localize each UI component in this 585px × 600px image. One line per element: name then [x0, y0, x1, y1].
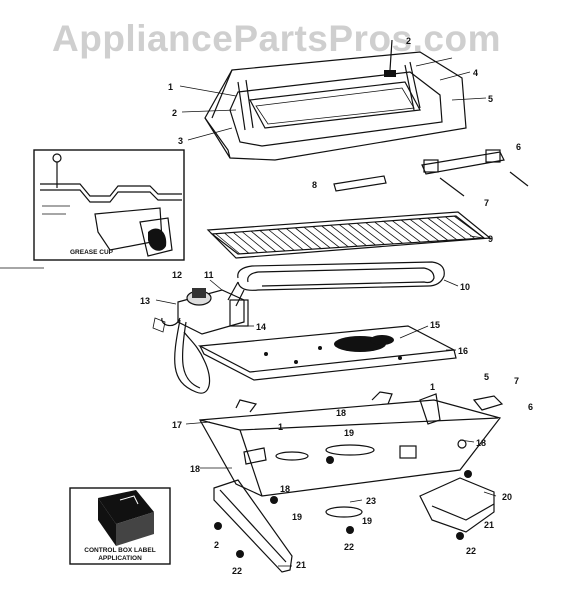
grate-bar [312, 226, 340, 248]
grate-bar [339, 224, 367, 247]
caption-line-1: CONTROL BOX LABEL [84, 547, 155, 554]
grate-bar [374, 221, 403, 244]
callout-5-base: 5 [484, 372, 489, 382]
caption-line-2: APPLICATION [98, 555, 142, 562]
callout-19-center: 19 [344, 428, 354, 438]
lid-handle-bracket [333, 149, 529, 197]
callout-10: 10 [460, 282, 470, 292]
grate-bar [436, 217, 467, 240]
callout-11: 11 [204, 270, 214, 280]
callout-5: 5 [488, 94, 493, 104]
callout-2-bottom: 2 [214, 540, 219, 550]
drip-tray [197, 325, 457, 381]
grate-bar [400, 219, 431, 242]
grate-bar [251, 231, 277, 252]
callout-1: 1 [168, 82, 173, 92]
grease-cup-inset: GREASE CUP [0, 149, 185, 269]
hardware-fasteners [214, 439, 472, 558]
grate-bar [356, 223, 385, 245]
callout-2: 2 [172, 108, 177, 118]
callout-18-base: 18 [280, 484, 290, 494]
callout-1-right: 1 [430, 382, 435, 392]
grate-bar [427, 217, 458, 241]
cooking-grate [206, 211, 492, 259]
control-box [152, 288, 249, 394]
callout-7-base: 7 [514, 376, 519, 386]
callout-18-center: 18 [336, 408, 346, 418]
grate-bar [268, 229, 295, 251]
grate-bar [224, 233, 250, 254]
callout-23: 23 [366, 496, 376, 506]
callout-17: 17 [172, 420, 182, 430]
grill-lid [204, 39, 467, 161]
grate-bar [277, 229, 304, 251]
callout-8: 8 [312, 180, 317, 190]
callout-14: 14 [256, 322, 266, 332]
grate-bar [409, 219, 440, 242]
callout-4: 4 [473, 68, 478, 78]
grate-bar [392, 220, 421, 243]
callout-15: 15 [430, 320, 440, 330]
grate-bar [303, 227, 331, 249]
callout-18-right: 18 [476, 438, 486, 448]
callout-22-left: 22 [232, 566, 242, 576]
callout-18-left: 18 [190, 464, 200, 474]
grate-bar [418, 218, 449, 241]
grate-bar [215, 233, 241, 255]
callout-22-right: 22 [466, 546, 476, 556]
callout-9: 9 [488, 234, 493, 244]
control-box-label-application: CONTROL BOX LABEL APPLICATION [69, 487, 171, 565]
callout-21-left: 21 [296, 560, 306, 570]
leader-lines [155, 57, 497, 567]
grate-bar [233, 232, 259, 254]
callout-16: 16 [458, 346, 468, 356]
grate-bar [383, 221, 412, 244]
grate-bar [321, 225, 349, 248]
callout-22-center: 22 [344, 542, 354, 552]
callout-2-top: 2 [406, 36, 411, 46]
grate-bar [330, 225, 358, 247]
grate-bar [295, 227, 322, 249]
callout-1-base: 1 [278, 422, 283, 432]
callout-numbers: 1 2 3 4 5 6 7 8 9 10 11 12 13 14 15 16 1… [140, 36, 533, 576]
grate-bar [365, 222, 394, 245]
callout-6: 6 [516, 142, 521, 152]
heating-element [227, 261, 445, 307]
legs [213, 477, 495, 573]
grill-base [199, 391, 504, 497]
grate-bar [242, 231, 268, 253]
callout-6-base: 6 [528, 402, 533, 412]
watermark: AppliancePartsPros.com [52, 18, 501, 59]
grate-bar [286, 228, 313, 250]
grate-bar [444, 216, 476, 239]
callout-13: 13 [140, 296, 150, 306]
callout-7: 7 [484, 198, 489, 208]
callout-19-left: 19 [292, 512, 302, 522]
grate-bar [347, 223, 376, 246]
callout-21-right: 21 [484, 520, 494, 530]
grate-bar [453, 215, 485, 239]
grease-cup-label: GREASE CUP [70, 249, 114, 256]
grate-bar [259, 230, 286, 252]
callout-12: 12 [172, 270, 182, 280]
callout-20: 20 [502, 492, 512, 502]
callout-19-right: 19 [362, 516, 372, 526]
callout-3: 3 [178, 136, 183, 146]
